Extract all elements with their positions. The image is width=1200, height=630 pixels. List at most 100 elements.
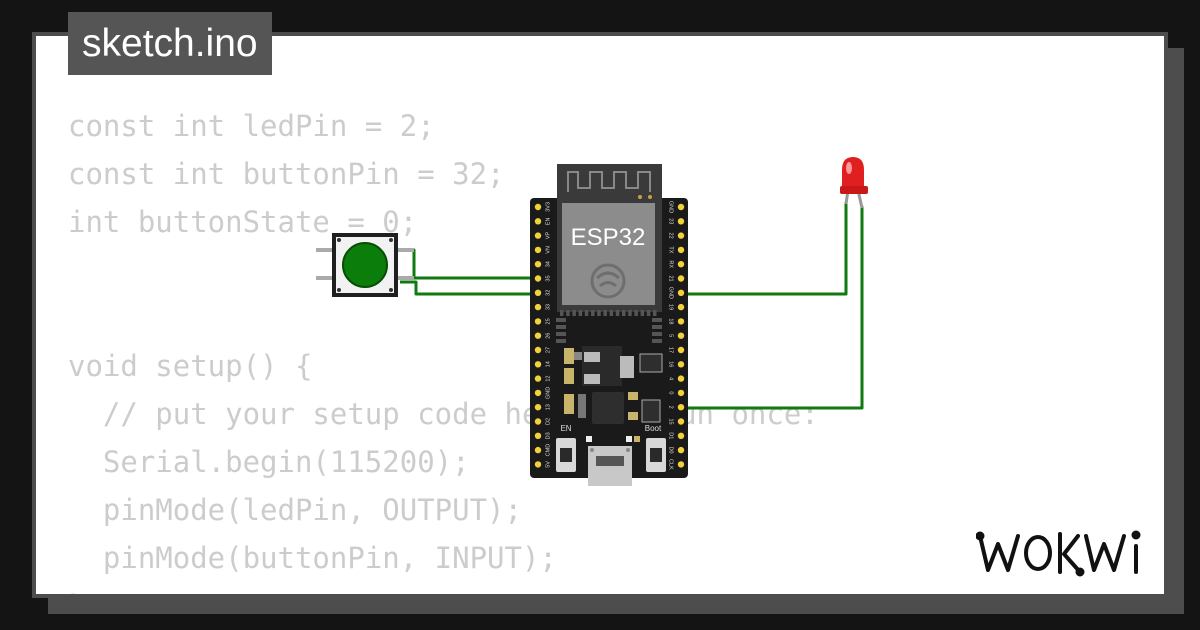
pin-en[interactable] bbox=[534, 218, 542, 225]
module-pad bbox=[634, 310, 638, 316]
code-line: pinMode(ledPin, OUTPUT); bbox=[68, 493, 522, 527]
pin-d2[interactable] bbox=[534, 418, 542, 425]
pin-14[interactable] bbox=[534, 361, 542, 368]
pin-19[interactable] bbox=[677, 303, 685, 311]
code-line: const int buttonPin = 32; bbox=[68, 157, 505, 191]
pin-tx[interactable] bbox=[677, 246, 685, 254]
pin-3v3[interactable] bbox=[534, 203, 542, 211]
pin-label: 4 bbox=[668, 377, 674, 380]
pin-26[interactable] bbox=[534, 332, 542, 339]
pin-4[interactable] bbox=[677, 375, 685, 382]
module-pad bbox=[556, 332, 566, 336]
module-pad bbox=[653, 310, 657, 316]
module-pad bbox=[578, 310, 583, 316]
pin-clk[interactable] bbox=[677, 461, 685, 468]
pin-33[interactable] bbox=[534, 303, 542, 311]
wire-led-cathode bbox=[678, 206, 864, 410]
pin-2[interactable] bbox=[677, 404, 685, 411]
pin-12[interactable] bbox=[534, 375, 542, 382]
pin-25[interactable] bbox=[534, 318, 542, 325]
pin-label: GND bbox=[668, 287, 674, 299]
pin-label: VN bbox=[545, 246, 551, 254]
wokwi-logo bbox=[976, 530, 1141, 577]
red-led[interactable] bbox=[840, 157, 868, 209]
pin-17[interactable] bbox=[677, 346, 685, 354]
module-pad bbox=[652, 318, 662, 322]
en-button[interactable] bbox=[556, 438, 576, 472]
pin-0[interactable] bbox=[677, 389, 685, 397]
pin-gnd[interactable] bbox=[534, 389, 542, 397]
pin-13[interactable] bbox=[534, 404, 542, 411]
module-pad bbox=[556, 339, 566, 343]
code-line: void setup() { bbox=[68, 349, 313, 383]
right-pin-headers bbox=[677, 203, 685, 468]
pin-d1[interactable] bbox=[677, 432, 685, 439]
pin-16[interactable] bbox=[677, 361, 685, 368]
pin-18[interactable] bbox=[677, 318, 685, 325]
pin-32[interactable] bbox=[534, 289, 542, 296]
pin-34[interactable] bbox=[534, 261, 542, 268]
module-pad bbox=[652, 325, 662, 329]
pin-vp[interactable] bbox=[534, 232, 542, 239]
pin-label: 5V bbox=[545, 461, 551, 468]
code-line: } bbox=[68, 582, 819, 594]
module-pads bbox=[556, 310, 662, 343]
usb-port bbox=[588, 446, 632, 486]
pin-gnd[interactable] bbox=[677, 203, 685, 211]
pin-label: 0 bbox=[668, 391, 674, 394]
pin-label: TX bbox=[668, 246, 674, 253]
pin-5[interactable] bbox=[677, 332, 685, 339]
pin-21[interactable] bbox=[677, 275, 685, 282]
pin-label: 5 bbox=[668, 334, 674, 337]
pin-label: CLK bbox=[668, 459, 674, 470]
pin-label: 22 bbox=[668, 233, 674, 239]
code-line: pinMode(buttonPin, INPUT); bbox=[68, 541, 557, 575]
pin-d3[interactable] bbox=[534, 432, 542, 439]
pin-15[interactable] bbox=[677, 418, 685, 425]
rf-shield bbox=[562, 203, 655, 305]
module-pad bbox=[597, 310, 601, 316]
pin-label: 27 bbox=[545, 347, 551, 353]
left-pin-labels: 3V3ENVPVN343532332526271412GND13D2D3CMD5… bbox=[545, 202, 551, 468]
wire-button-top bbox=[400, 248, 536, 280]
pin-label: 13 bbox=[545, 404, 551, 410]
pin-5v[interactable] bbox=[534, 461, 542, 468]
pin-cmd[interactable] bbox=[534, 446, 542, 454]
pin-label: 21 bbox=[668, 275, 674, 281]
button-cap[interactable] bbox=[342, 242, 388, 288]
pin-label: 2 bbox=[668, 406, 674, 409]
filename-tab[interactable]: sketch.ino bbox=[68, 12, 272, 75]
pin-22[interactable] bbox=[677, 232, 685, 239]
module-pad bbox=[560, 310, 564, 316]
module-pad bbox=[640, 310, 645, 316]
espressif-logo-icon bbox=[590, 263, 626, 299]
code-line: const int ledPin = 2; bbox=[68, 109, 435, 143]
pin-27[interactable] bbox=[534, 346, 542, 354]
esp32-board[interactable]: 3V3ENVPVN343532332526271412GND13D2D3CMD5… bbox=[530, 164, 688, 486]
pin-label: 15 bbox=[668, 418, 674, 424]
code-line: Serial.begin(115200); bbox=[68, 445, 470, 479]
pin-35[interactable] bbox=[534, 275, 542, 282]
pin-label: 12 bbox=[545, 376, 551, 382]
wire-button-bottom bbox=[400, 280, 530, 296]
pin-label: 26 bbox=[545, 333, 551, 339]
pin-rx[interactable] bbox=[677, 261, 685, 268]
boot-button[interactable] bbox=[646, 438, 666, 472]
usb-serial-chip bbox=[592, 392, 624, 424]
module-pad bbox=[652, 332, 662, 336]
pin-label: 16 bbox=[668, 361, 674, 367]
pin-gnd[interactable] bbox=[677, 289, 685, 296]
pin-label: 33 bbox=[545, 304, 551, 310]
pin-vn[interactable] bbox=[534, 246, 542, 254]
pin-label: 17 bbox=[668, 347, 674, 353]
pin-d0[interactable] bbox=[677, 446, 685, 454]
pin-label: 32 bbox=[545, 290, 551, 296]
module-pad bbox=[646, 310, 651, 316]
push-button[interactable] bbox=[316, 233, 414, 297]
module-pad bbox=[628, 310, 632, 316]
pin-23[interactable] bbox=[677, 218, 685, 225]
pin-label: GND bbox=[545, 387, 551, 399]
module-pad bbox=[572, 310, 576, 316]
wire-led-anode bbox=[678, 202, 848, 296]
